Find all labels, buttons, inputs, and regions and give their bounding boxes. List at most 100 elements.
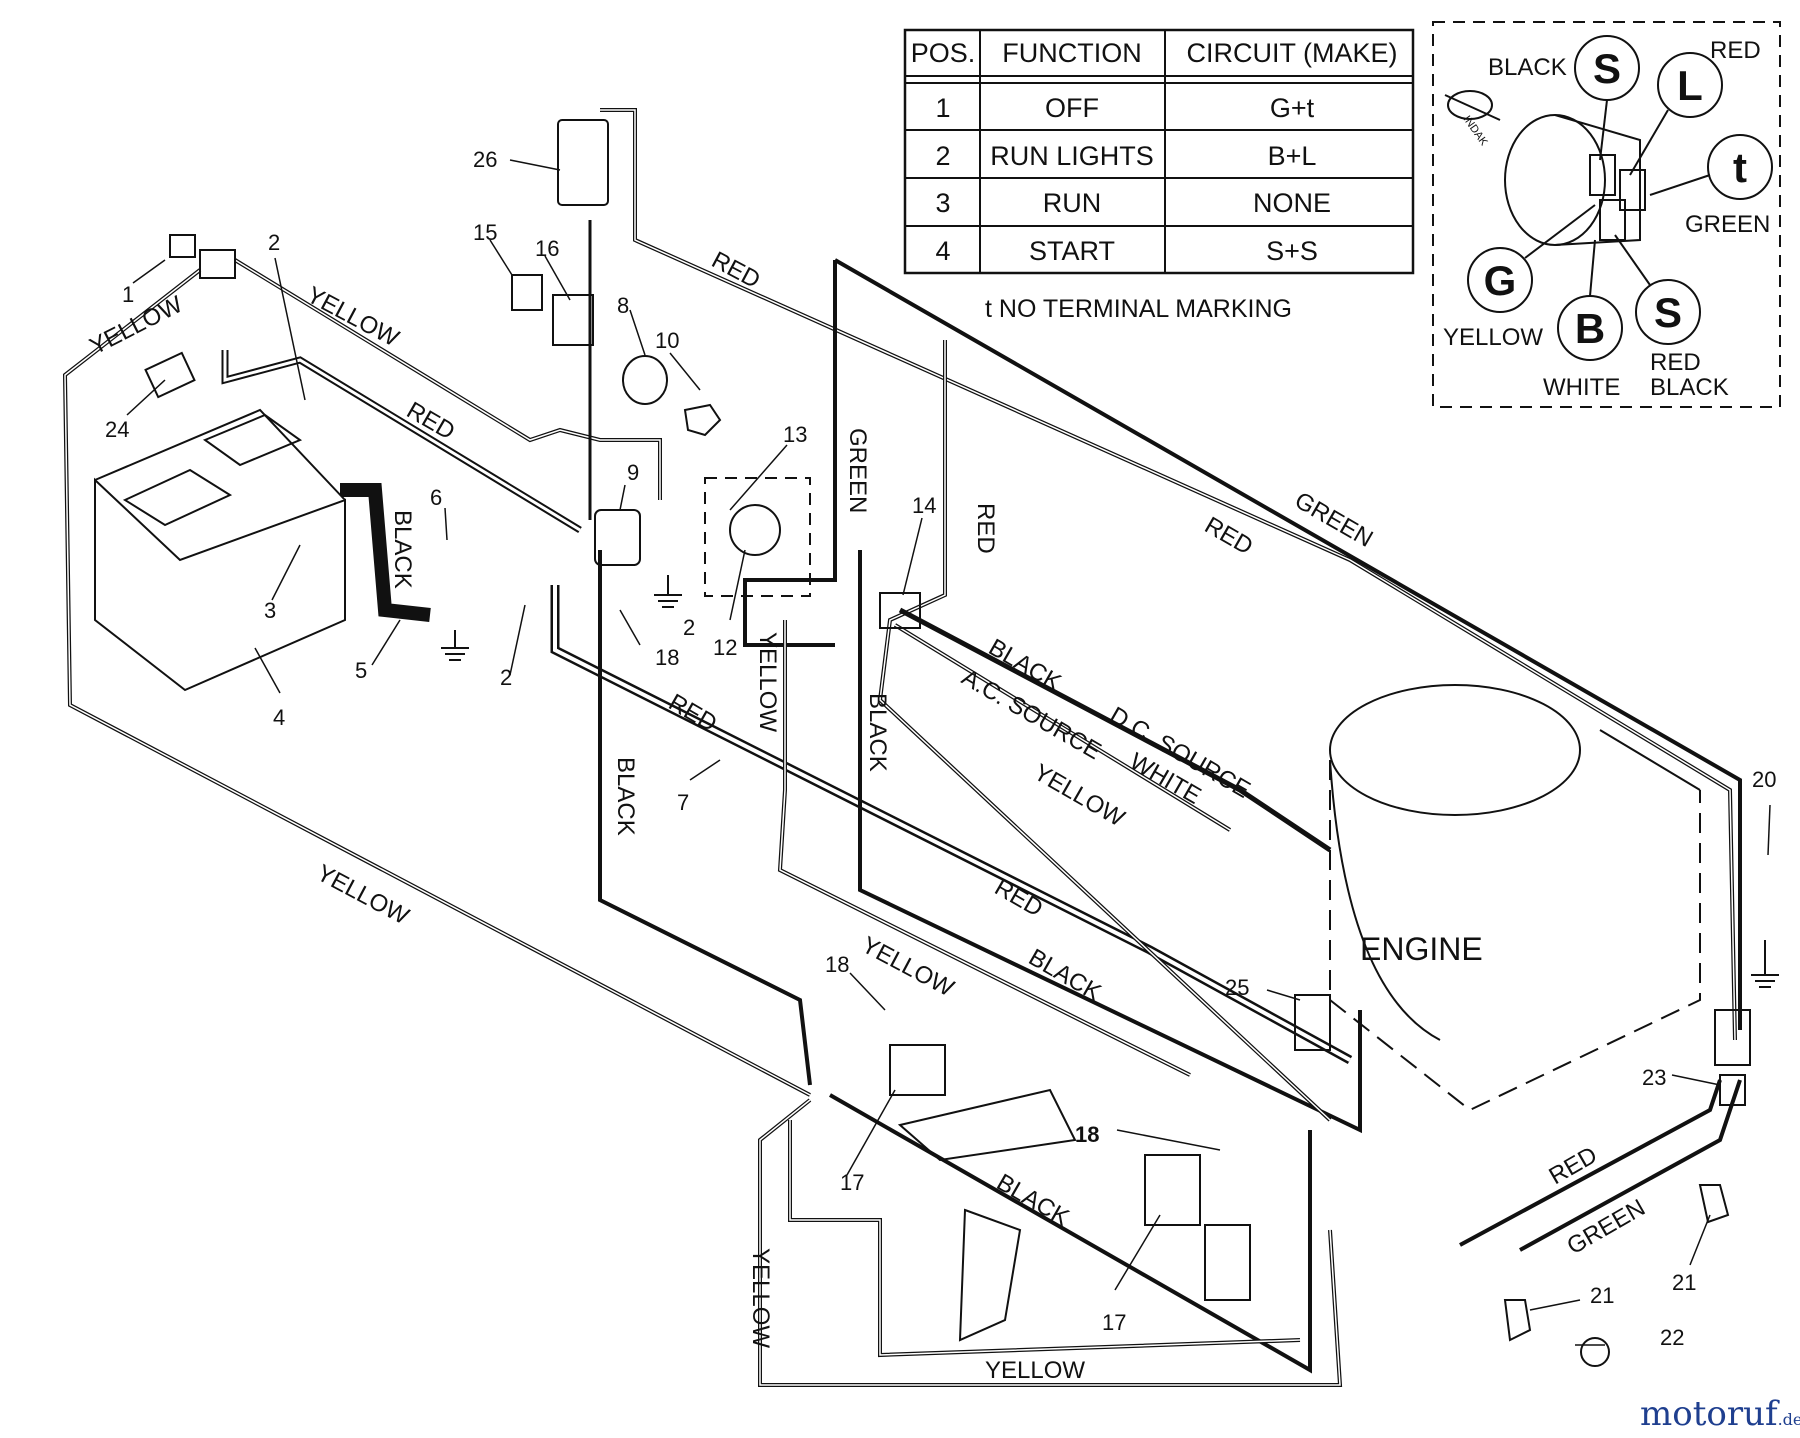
part-number-8: 8 bbox=[617, 293, 629, 318]
wire-label-yellow-3: YELLOW bbox=[754, 632, 781, 732]
part-number-13: 13 bbox=[783, 422, 807, 447]
nut-8 bbox=[622, 355, 668, 405]
switch-label-yellow: YELLOW bbox=[1443, 324, 1543, 351]
wire-label-black-1: BLACK bbox=[389, 510, 416, 589]
part-number-22: 22 bbox=[1660, 1325, 1684, 1350]
watermark: motoruf.de bbox=[1640, 1394, 1800, 1434]
table-cell-r4c3: S+S bbox=[1266, 236, 1318, 266]
green-wire-long bbox=[834, 258, 1742, 1030]
part-number-12: 12 bbox=[713, 635, 737, 660]
table-header-function: FUNCTION bbox=[1002, 38, 1141, 68]
wire-label-green-2: GREEN bbox=[1290, 487, 1377, 553]
terminal-g: G bbox=[1484, 257, 1517, 304]
table-cell-r1c2: OFF bbox=[1045, 93, 1099, 123]
wire-label-black-4: BLACK bbox=[612, 757, 639, 836]
wire-label-yellow-5: YELLOW bbox=[312, 859, 413, 930]
terminal-s-bottom: S bbox=[1654, 289, 1682, 336]
table-cell-r3c1: 3 bbox=[935, 188, 950, 218]
wire-label-yellow-1: YELLOW bbox=[85, 291, 187, 361]
ground-symbol-2 bbox=[441, 630, 469, 661]
switch-26 bbox=[557, 119, 609, 206]
table-header-circuit: CIRCUIT (MAKE) bbox=[1186, 38, 1397, 68]
part-number-10: 10 bbox=[655, 328, 679, 353]
black-cable-battery bbox=[340, 483, 431, 622]
part-number-20: 20 bbox=[1752, 767, 1776, 792]
socket-21b bbox=[1698, 1184, 1730, 1224]
headlight-harness-green bbox=[1519, 1079, 1742, 1252]
switch-function-table: POS. FUNCTION CIRCUIT (MAKE) 1 OFF G+t 2… bbox=[903, 28, 1415, 275]
key-icon bbox=[1447, 90, 1493, 120]
part-number-15: 15 bbox=[473, 220, 497, 245]
part-number-7: 7 bbox=[677, 790, 689, 815]
terminal-l: L bbox=[1677, 62, 1703, 109]
connector-1 bbox=[169, 234, 196, 258]
engine-label: ENGINE bbox=[1360, 931, 1483, 967]
table-cell-r2c1: 2 bbox=[935, 141, 950, 171]
connector-14 bbox=[879, 592, 921, 629]
part-number-17a: 17 bbox=[840, 1170, 864, 1195]
ground-symbol-1 bbox=[654, 575, 682, 608]
wire-label-yellow-6: YELLOW bbox=[857, 931, 958, 1002]
part-callouts bbox=[126, 159, 1771, 1346]
components bbox=[94, 119, 1751, 1367]
part-number-23: 23 bbox=[1642, 1065, 1666, 1090]
red-wire-14 bbox=[877, 340, 1332, 1122]
part-number-1: 1 bbox=[122, 282, 134, 307]
part-number-2c: 2 bbox=[500, 665, 512, 690]
switch-label-black: BLACK bbox=[1488, 54, 1567, 81]
nut-10 bbox=[683, 403, 722, 437]
part-number-14: 14 bbox=[912, 493, 936, 518]
table-cell-r3c2: RUN bbox=[1043, 188, 1102, 218]
wire-label-red-3: RED bbox=[972, 503, 999, 554]
black-wire-lower bbox=[829, 1093, 1312, 1374]
part-number-26: 26 bbox=[473, 147, 497, 172]
yellow-wire-left-loop-inner bbox=[64, 269, 811, 1096]
engine bbox=[1329, 684, 1701, 1112]
seat-switch-17 bbox=[1144, 1154, 1201, 1226]
headlight-harness-red bbox=[1459, 1079, 1722, 1247]
wire-label-yellow-7: YELLOW bbox=[747, 1248, 774, 1348]
wire-label-black-6: BLACK bbox=[992, 1169, 1074, 1232]
ground-symbol-3 bbox=[1751, 940, 1779, 988]
part-number-21a: 21 bbox=[1590, 1283, 1614, 1308]
ground-symbols bbox=[441, 575, 1779, 988]
table-cell-r1c3: G+t bbox=[1270, 93, 1315, 123]
key-15 bbox=[511, 274, 543, 311]
green-wire bbox=[743, 260, 837, 647]
wire-label-red-4: RED bbox=[1200, 512, 1257, 561]
ignition-switch-box bbox=[704, 477, 811, 597]
part-number-16: 16 bbox=[535, 236, 559, 261]
part-number-21b: 21 bbox=[1672, 1270, 1696, 1295]
part-number-6: 6 bbox=[430, 485, 442, 510]
connector-25 bbox=[1294, 994, 1331, 1051]
pto-switch bbox=[1204, 1224, 1251, 1301]
part-number-2: 2 bbox=[268, 230, 280, 255]
part-number-18b: 18 bbox=[825, 952, 849, 977]
table-cell-r4c1: 4 bbox=[935, 236, 950, 266]
black-wire-14 bbox=[858, 550, 1362, 1134]
part-number-9: 9 bbox=[627, 460, 639, 485]
part-number-18a: 18 bbox=[655, 645, 679, 670]
part-number-17b: 17 bbox=[1102, 1310, 1126, 1335]
switch-label-green: GREEN bbox=[1685, 211, 1770, 238]
switch-label-red: RED bbox=[1710, 37, 1761, 64]
wire-label-yellow-8: YELLOW bbox=[985, 1357, 1085, 1384]
solenoid bbox=[594, 509, 641, 566]
terminal-s-top: S bbox=[1593, 45, 1621, 92]
switch-label-black-2: BLACK bbox=[1650, 374, 1729, 401]
table-cell-r2c3: B+L bbox=[1268, 141, 1317, 171]
terminal-b: B bbox=[1575, 305, 1605, 352]
part-number-24: 24 bbox=[105, 417, 129, 442]
switch-terminal-detail: INDAK S L t G B S BLACK RED GREEN YELLOW… bbox=[1432, 21, 1781, 408]
part-number-25: 25 bbox=[1225, 975, 1249, 1000]
black-wire-ground bbox=[598, 550, 812, 1086]
part-number-18c: 18 bbox=[1075, 1122, 1099, 1147]
bulb-22 bbox=[1580, 1337, 1610, 1367]
table-cell-r3c3: NONE bbox=[1253, 188, 1331, 218]
cover-16 bbox=[552, 294, 594, 346]
table-cell-r2c2: RUN LIGHTS bbox=[990, 141, 1154, 171]
table-cell-r4c2: START bbox=[1029, 236, 1115, 266]
switch-label-red-2: RED bbox=[1650, 349, 1701, 376]
part-number-2b: 2 bbox=[683, 615, 695, 640]
